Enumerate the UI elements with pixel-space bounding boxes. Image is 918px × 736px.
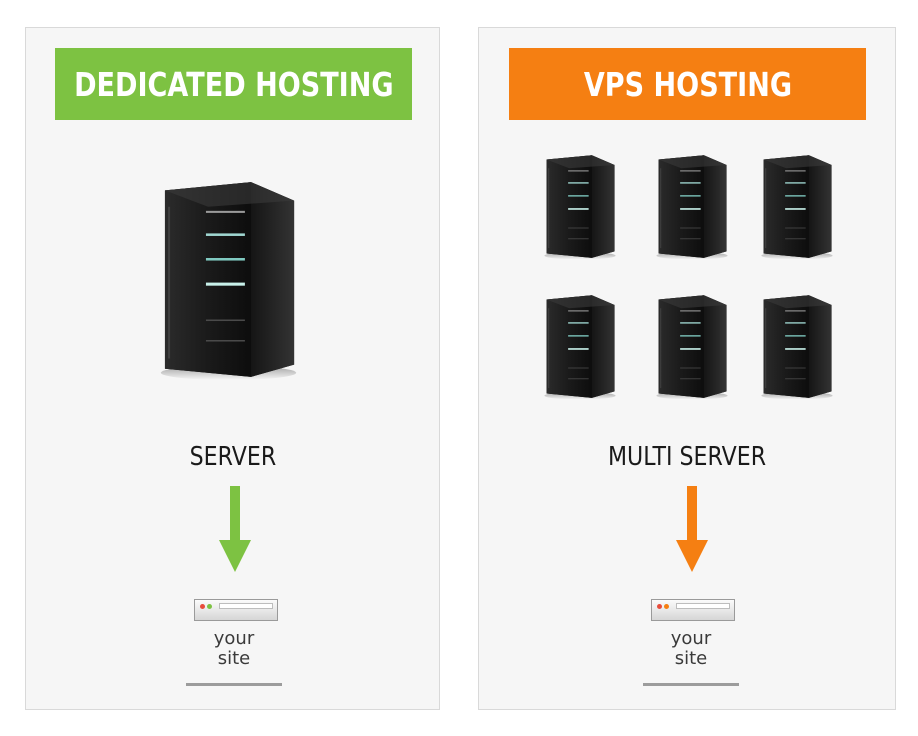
dedicated-hosting-title: DEDICATED HOSTING	[73, 64, 394, 104]
your-site-widget: your site	[184, 599, 284, 689]
multi-server-caption: MULTI SERVER	[607, 442, 767, 472]
site-underline	[643, 683, 739, 686]
server-tower-icon	[543, 154, 617, 260]
dedicated-hosting-panel: DEDICATED HOSTING SERVER your site	[25, 27, 440, 710]
vps-hosting-panel: VPS HOSTING MULTI SERVER your site	[478, 27, 896, 710]
browser-window-icon	[194, 599, 278, 621]
your-site-label: your site	[670, 628, 712, 669]
your-site-widget: your site	[641, 599, 741, 689]
server-tower-icon	[655, 294, 729, 400]
server-caption: SERVER	[189, 442, 276, 472]
arrow-down-icon	[676, 486, 708, 572]
server-tower-icon	[760, 154, 834, 260]
site-underline	[186, 683, 282, 686]
server-tower-icon	[159, 181, 298, 381]
vps-hosting-title: VPS HOSTING	[583, 64, 792, 104]
server-tower-icon	[543, 294, 617, 400]
dedicated-hosting-banner: DEDICATED HOSTING	[55, 48, 412, 120]
browser-window-icon	[651, 599, 735, 621]
arrow-down-icon	[219, 486, 251, 572]
vps-hosting-banner: VPS HOSTING	[509, 48, 866, 120]
server-tower-icon	[655, 154, 729, 260]
your-site-label: your site	[213, 628, 255, 669]
server-tower-icon	[760, 294, 834, 400]
